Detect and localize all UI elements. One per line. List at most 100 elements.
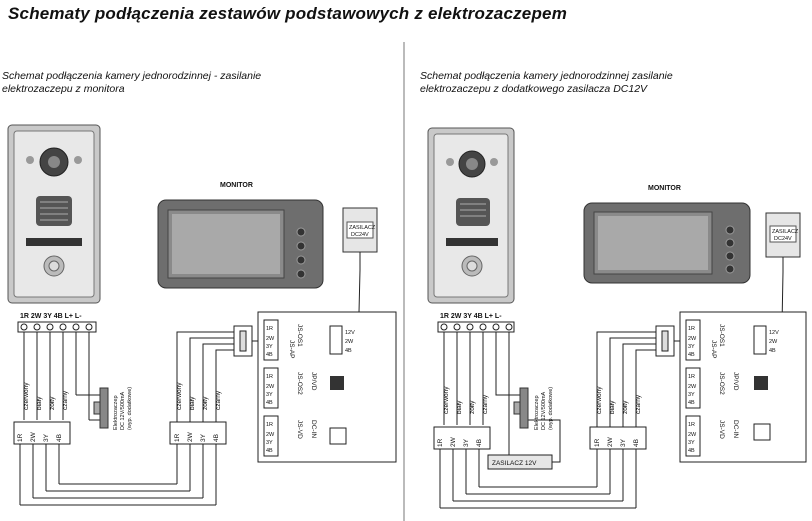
svg-text:3Y: 3Y bbox=[463, 438, 470, 447]
left-camera-unit bbox=[7, 124, 101, 304]
svg-text:MONITOR: MONITOR bbox=[648, 185, 681, 192]
svg-text:JS-VD: JS-VD bbox=[718, 420, 725, 439]
svg-text:1R: 1R bbox=[688, 374, 695, 380]
right-caption: Schemat podłączenia kamery jednorodzinne… bbox=[420, 70, 673, 96]
svg-text:3Y: 3Y bbox=[266, 344, 273, 350]
left-caption-line1: Schemat podłączenia kamery jednorodzinne… bbox=[2, 70, 262, 82]
svg-text:12V: 12V bbox=[345, 330, 355, 336]
svg-text:ZASILACZ: ZASILACZ bbox=[349, 225, 376, 231]
svg-text:2W: 2W bbox=[30, 431, 37, 442]
svg-text:JS-OS2: JS-OS2 bbox=[718, 372, 725, 395]
right-monitor-wire-labels: czerwony biały żółty czarny bbox=[596, 386, 642, 414]
svg-text:1R: 1R bbox=[266, 374, 273, 380]
svg-text:ZASILACZ 12V: ZASILACZ 12V bbox=[492, 460, 537, 467]
svg-text:1R: 1R bbox=[17, 433, 24, 442]
svg-text:biały: biały bbox=[609, 400, 616, 414]
right-electric-lock: Elektrozaczep DC 12V/500mA (wyp. dodatko… bbox=[513, 387, 554, 430]
svg-text:JS-OS2: JS-OS2 bbox=[296, 372, 303, 395]
svg-text:1R: 1R bbox=[594, 438, 601, 447]
svg-text:4B: 4B bbox=[266, 352, 273, 358]
svg-text:czerwony: czerwony bbox=[596, 386, 603, 414]
left-camera-wires bbox=[23, 332, 100, 421]
left-monitor-label: MONITOR bbox=[220, 182, 253, 189]
svg-text:3Y: 3Y bbox=[688, 440, 695, 446]
svg-text:12V: 12V bbox=[769, 330, 779, 336]
svg-text:DC24V: DC24V bbox=[774, 236, 792, 242]
left-caption-line2: elektrozaczepu z monitora bbox=[2, 83, 125, 95]
svg-text:4B: 4B bbox=[476, 439, 483, 447]
svg-text:JP/VD: JP/VD bbox=[732, 372, 739, 391]
left-electric-lock: Elektrozaczep DC 12V/500mA (wyp. dodatko… bbox=[93, 387, 133, 430]
svg-text:1R: 1R bbox=[174, 433, 181, 442]
left-monitor-wires bbox=[176, 331, 234, 422]
right-wire-color-labels: czerwony biały żółty czarny bbox=[443, 386, 489, 414]
svg-text:2W: 2W bbox=[187, 431, 194, 442]
svg-text:3Y: 3Y bbox=[688, 344, 695, 350]
svg-text:4B: 4B bbox=[633, 439, 640, 447]
svg-text:1R: 1R bbox=[688, 326, 695, 332]
svg-text:4B: 4B bbox=[213, 434, 220, 442]
svg-text:JS-VD: JS-VD bbox=[296, 420, 303, 439]
svg-text:DC24V: DC24V bbox=[351, 232, 369, 238]
svg-text:czarny: czarny bbox=[635, 394, 642, 414]
left-camera-terminals-label: 1R 2W 3Y 4B L+ L- bbox=[20, 313, 82, 320]
left-wire-red: czerwony bbox=[23, 382, 30, 410]
svg-text:2W: 2W bbox=[450, 436, 457, 447]
svg-text:2W: 2W bbox=[607, 436, 614, 447]
svg-text:3Y: 3Y bbox=[266, 440, 273, 446]
right-bus-wires bbox=[439, 449, 636, 509]
svg-text:4B: 4B bbox=[345, 348, 352, 354]
svg-text:czarny: czarny bbox=[482, 394, 489, 414]
svg-text:JP/VD: JP/VD bbox=[310, 372, 317, 391]
left-camera-connector: 1R 2W 3Y 4B bbox=[13, 421, 71, 445]
left-lock-line2: DC 12V/500mA bbox=[120, 391, 126, 430]
svg-text:żółty: żółty bbox=[622, 400, 629, 414]
right-extra-psu: ZASILACZ 12V bbox=[487, 454, 553, 470]
right-camera-unit bbox=[427, 127, 515, 304]
svg-text:Elektrozaczep: Elektrozaczep bbox=[534, 395, 540, 430]
right-monitor-connector: 1R 2W 3Y 4B bbox=[589, 426, 647, 508]
left-wire-color-labels: czerwony biały żółty czarny bbox=[23, 382, 69, 410]
left-panel: 1R 2W 3Y 4B L+ L- czerwony biały żółty c… bbox=[7, 124, 397, 506]
svg-text:1R 2W 3Y 4B L+ L-: 1R 2W 3Y 4B L+ L- bbox=[440, 313, 502, 320]
left-lock-line3: (wyp. dodatkowe) bbox=[127, 387, 133, 430]
left-monitor-wire-labels: czerwony biały żółty czarny bbox=[176, 382, 222, 410]
left-caption: Schemat podłączenia kamery jednorodzinne… bbox=[2, 70, 261, 96]
svg-text:4B: 4B bbox=[266, 448, 273, 454]
svg-text:2W: 2W bbox=[688, 384, 697, 390]
svg-text:DC-IN: DC-IN bbox=[732, 420, 739, 438]
svg-text:żółty: żółty bbox=[469, 400, 476, 414]
svg-text:1R: 1R bbox=[688, 422, 695, 428]
right-caption-line1: Schemat podłączenia kamery jednorodzinne… bbox=[420, 70, 673, 82]
svg-text:3Y: 3Y bbox=[266, 392, 273, 398]
svg-text:4B: 4B bbox=[769, 348, 776, 354]
left-camera-terminal-block: 1R 2W 3Y 4B L+ L- bbox=[17, 313, 97, 333]
svg-text:4B: 4B bbox=[688, 448, 695, 454]
left-monitor: MONITOR bbox=[157, 182, 324, 289]
svg-text:czarny: czarny bbox=[215, 390, 222, 410]
right-caption-line2: elektrozaczepu z dodatkowego zasilacza D… bbox=[420, 83, 648, 95]
svg-text:3Y: 3Y bbox=[688, 392, 695, 398]
left-lock-line1: Elektrozaczep bbox=[113, 395, 119, 430]
page-title: Schematy podłączenia zestawów podstawowy… bbox=[8, 4, 568, 23]
svg-text:3Y: 3Y bbox=[43, 433, 50, 442]
svg-text:2W: 2W bbox=[345, 339, 354, 345]
left-plug bbox=[233, 325, 262, 357]
svg-text:JS-OS1: JS-OS1 bbox=[296, 324, 303, 347]
svg-text:biały: biały bbox=[456, 400, 463, 414]
svg-text:(wyp. dodatkowe): (wyp. dodatkowe) bbox=[548, 387, 554, 430]
svg-text:4B: 4B bbox=[688, 352, 695, 358]
svg-text:DC-IN: DC-IN bbox=[310, 420, 317, 438]
right-panel: 1R 2W 3Y 4B L+ L- czerwony biały żółty c… bbox=[427, 127, 807, 509]
svg-text:ZASILACZ: ZASILACZ bbox=[772, 229, 799, 235]
svg-text:2W: 2W bbox=[266, 384, 275, 390]
svg-text:biały: biały bbox=[189, 396, 196, 410]
svg-text:4B: 4B bbox=[56, 434, 63, 442]
svg-text:2W: 2W bbox=[769, 339, 778, 345]
right-monitor-wires bbox=[596, 331, 656, 427]
right-camera-connector: 1R 2W 3Y 4B bbox=[433, 426, 491, 450]
left-wire-black: czarny bbox=[62, 390, 69, 410]
